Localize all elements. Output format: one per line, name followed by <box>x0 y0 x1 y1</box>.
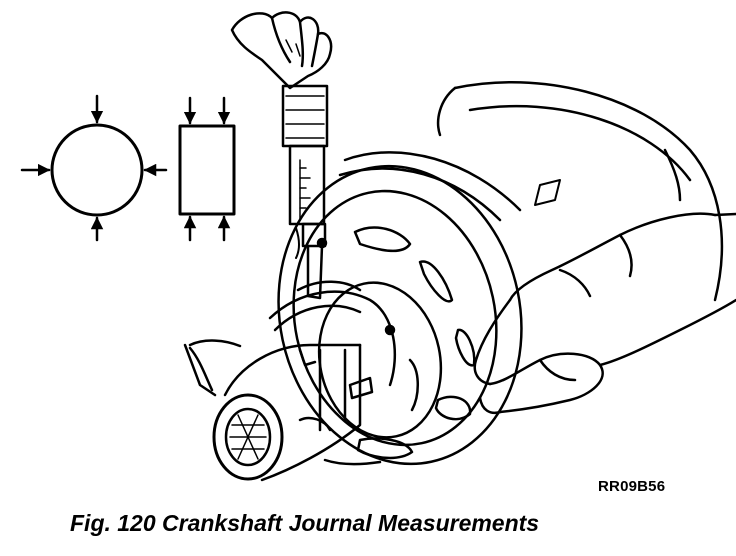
hand-icon <box>473 212 736 415</box>
hand-icon <box>230 11 333 90</box>
figure-caption: Fig. 120 Crankshaft Journal Measurements <box>70 510 540 536</box>
micrometer-icon <box>281 84 329 300</box>
taper-side-view-icon <box>178 96 236 242</box>
figure-reference-code: RR09B56 <box>598 478 666 495</box>
measurement-arrow-icon <box>183 96 231 242</box>
round-cross-section-icon <box>20 94 168 242</box>
crankshaft-measurement-illustration <box>20 11 736 482</box>
measurement-arrow-icon <box>20 94 168 242</box>
crankshaft-icon <box>183 81 724 482</box>
